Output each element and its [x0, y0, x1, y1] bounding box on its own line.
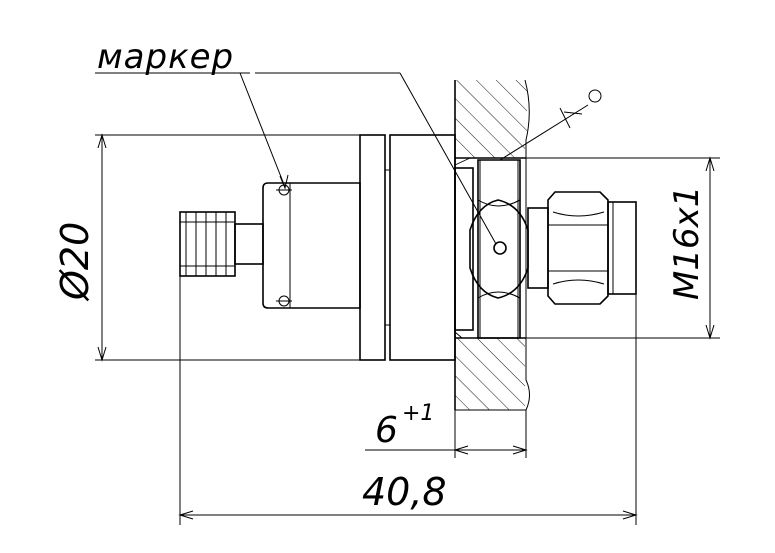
flange: [359, 134, 456, 361]
wall-section: [454, 79, 530, 411]
diameter-label: Ø20: [53, 222, 97, 302]
surface-mark-symbol: [499, 89, 602, 161]
thread-label: M16x1: [667, 186, 707, 300]
marker-label: маркер: [97, 37, 234, 77]
sma-connector: [179, 211, 264, 277]
diameter-dimension: [95, 133, 360, 362]
depth-label: 6: [375, 410, 398, 451]
depth-dimension: [365, 338, 528, 458]
length-label: 40,8: [362, 470, 447, 514]
thread-dimension: [526, 156, 720, 340]
housing-body: [262, 182, 361, 309]
marker-leader: [95, 72, 497, 245]
length-dimension: [178, 276, 638, 525]
depth-tolerance: +1: [402, 401, 434, 426]
output-connector: [527, 191, 637, 305]
